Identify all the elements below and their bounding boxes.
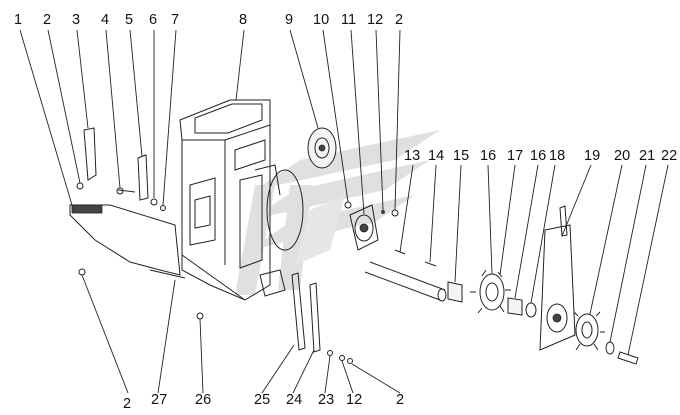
callout-20: 20 — [614, 148, 630, 164]
callout-25: 25 — [254, 392, 270, 408]
callout-10: 10 — [313, 12, 329, 28]
callout-27: 27 — [151, 392, 167, 408]
callout-2-bottom-right: 2 — [396, 392, 404, 408]
callout-21: 21 — [639, 148, 655, 164]
bearing-part — [344, 201, 399, 251]
callout-16: 16 — [480, 148, 496, 164]
callout-2: 2 — [43, 12, 51, 28]
callout-1: 1 — [14, 12, 22, 28]
callout-12-bottom: 12 — [346, 392, 362, 408]
callout-16-second: 16 — [530, 148, 546, 164]
housing-frame-part — [179, 99, 304, 301]
callout-9: 9 — [285, 12, 293, 28]
callout-5: 5 — [125, 12, 133, 28]
disc-part — [307, 127, 337, 169]
callout-3: 3 — [72, 12, 80, 28]
callout-26: 26 — [195, 392, 211, 408]
callout-labels: 1 2 3 4 5 6 7 8 9 10 11 12 2 13 14 15 16… — [14, 12, 677, 412]
callout-7: 7 — [171, 12, 179, 28]
tensioner-plate-part — [539, 205, 576, 351]
callout-2-bottom-left: 2 — [123, 396, 131, 412]
callout-15: 15 — [453, 148, 469, 164]
callout-17: 17 — [507, 148, 523, 164]
callout-8: 8 — [239, 12, 247, 28]
leader-lines — [19, 29, 669, 394]
small-hardware-group — [116, 154, 186, 279]
shaft-part — [364, 249, 447, 302]
callout-23: 23 — [318, 392, 334, 408]
callout-2-top-right: 2 — [395, 12, 403, 28]
end-hardware-group — [573, 311, 639, 365]
callout-11: 11 — [341, 12, 356, 28]
callout-19: 19 — [584, 148, 600, 164]
link-bars-group — [196, 272, 353, 364]
callout-6: 6 — [149, 12, 157, 28]
sprocket-part — [447, 269, 537, 318]
callout-12: 12 — [367, 12, 383, 28]
callout-14: 14 — [428, 148, 444, 164]
callout-22: 22 — [661, 148, 677, 164]
callout-13: 13 — [404, 148, 420, 164]
callout-24: 24 — [286, 392, 302, 408]
callout-18: 18 — [549, 148, 565, 164]
watermark-logo — [235, 130, 440, 295]
callout-4: 4 — [101, 12, 109, 28]
